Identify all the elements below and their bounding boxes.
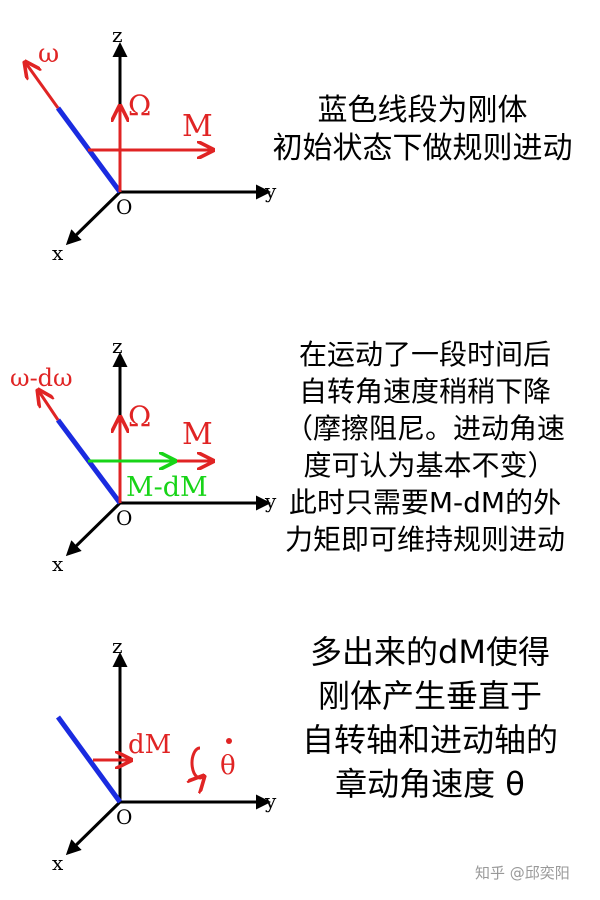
- caption-line: 自转轴和进动轴的: [301, 721, 558, 759]
- omega-minus-domega-vector: [38, 390, 60, 421]
- omega-minus-domega-label: ω-dω: [10, 364, 73, 392]
- origin-label: O: [116, 195, 132, 219]
- panel-3-caption: 多出来的dM使得 刚体产生垂直于 自转轴和进动轴的 章动角速度 θ: [260, 630, 600, 806]
- caption-line: 在运动了一段时间后: [298, 338, 551, 371]
- panel-1-diagram: z y x O ω Ω M: [25, 23, 277, 265]
- x-axis: [65, 190, 122, 246]
- caption-line: 自转角速度稍稍下降: [298, 375, 551, 408]
- x-axis: [65, 501, 122, 557]
- caption-line: 度可认为基本不变）: [294, 449, 556, 482]
- theta-dot-dot-icon: [226, 738, 232, 744]
- caption-line: 多出来的dM使得: [310, 633, 550, 671]
- y-axis-label: y: [264, 489, 277, 513]
- x-axis-label: x: [52, 552, 64, 576]
- watermark: 知乎 @邱奕阳: [475, 864, 570, 882]
- omega-vector: [25, 62, 60, 109]
- caption-line: 蓝色线段为刚体: [317, 93, 528, 128]
- theta-dot-label: θ: [220, 751, 236, 781]
- z-axis-label: z: [112, 634, 123, 658]
- caption-line: 此时只需要M-dM的外: [288, 486, 562, 519]
- x-axis: [65, 800, 122, 856]
- x-axis-label: x: [52, 241, 64, 265]
- caption-line: 刚体产生垂直于: [317, 677, 542, 715]
- M-minus-dM-label: M-dM: [126, 472, 208, 503]
- Omega-label: Ω: [128, 89, 151, 122]
- omega-label: ω: [38, 39, 59, 69]
- origin-label: O: [116, 805, 132, 829]
- x-axis-label: x: [52, 851, 64, 875]
- panel-1-axes: [65, 42, 271, 246]
- nutation-rotation-icon: [192, 746, 204, 778]
- M-label: M: [182, 109, 213, 144]
- y-axis-label: y: [264, 789, 277, 813]
- caption-line: 初始状态下做规则进动: [272, 131, 573, 166]
- panel-2-caption: 在运动了一段时间后 自转角速度稍稍下降 （摩擦阻尼。进动角速 度可认为基本不变）…: [250, 336, 600, 558]
- panel-3-diagram: z y x O dM θ: [52, 634, 277, 875]
- dM-label: dM: [128, 730, 171, 760]
- Omega-label: Ω: [128, 400, 151, 433]
- caption-line: （摩擦阻尼。进动角速: [284, 412, 565, 445]
- y-axis-label: y: [264, 179, 277, 203]
- rigid-body-segment: [55, 715, 123, 804]
- origin-label: O: [116, 506, 132, 530]
- panel-2-diagram: z y x O ω-dω Ω M M-dM: [10, 334, 277, 576]
- caption-line: 章动角速度 θ: [335, 765, 525, 803]
- z-axis-label: z: [112, 334, 123, 358]
- M-label: M: [182, 417, 213, 452]
- panel-1-caption: 蓝色线段为刚体 初始状态下做规则进动: [250, 92, 595, 168]
- z-axis-label: z: [112, 23, 123, 47]
- caption-line: 力矩即可维持规则进动: [284, 523, 565, 556]
- panel-3-axes: [65, 652, 271, 856]
- panel-2-axes: [65, 352, 271, 557]
